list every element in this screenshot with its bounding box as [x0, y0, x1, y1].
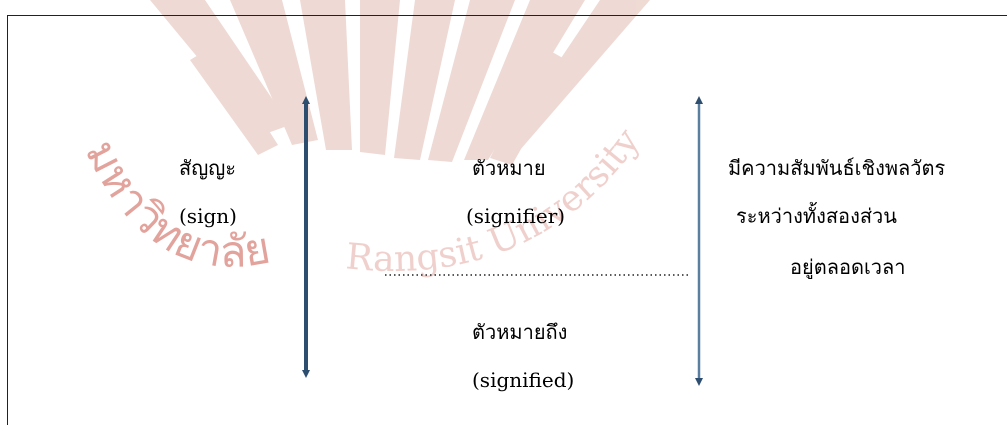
- frame-top-border: [7, 15, 1007, 16]
- sign-thai-label: สัญญะ: [179, 156, 237, 180]
- sign-english-label: (sign): [179, 204, 237, 228]
- signified-english-label: (signified): [472, 368, 575, 392]
- frame-left-border: [7, 15, 8, 425]
- relation-text-line2: ระหว่างทั้งสองส่วน: [736, 204, 897, 228]
- signifier-thai-label: ตัวหมาย: [472, 156, 546, 180]
- relation-text-line3: อยู่ตลอดเวลา: [790, 255, 906, 279]
- signifier-english-label: (signifier): [466, 204, 566, 228]
- relation-text-line1: มีความสัมพันธ์เชิงพลวัตร: [728, 156, 946, 180]
- signified-thai-label: ตัวหมายถึง: [472, 320, 568, 344]
